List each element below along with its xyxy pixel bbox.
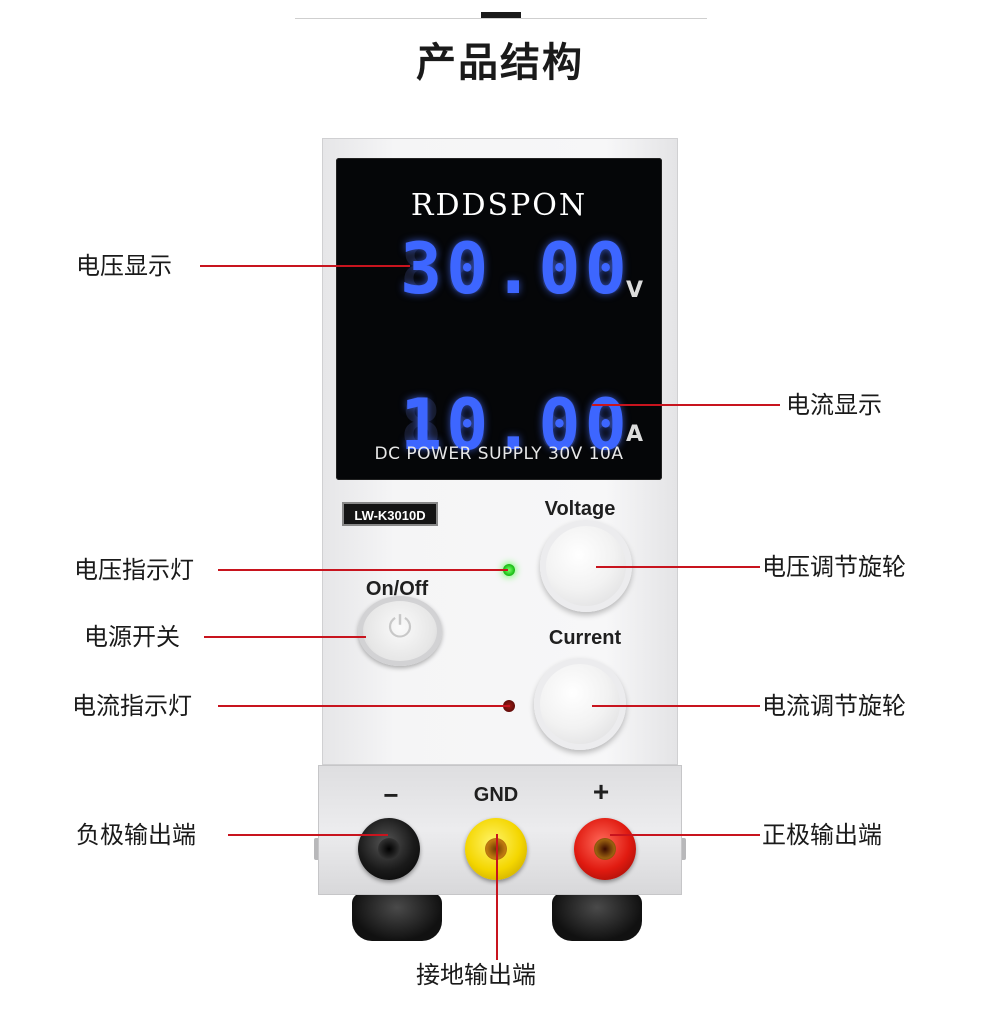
callout-negative-output: 负极输出端 bbox=[76, 821, 196, 849]
model-badge: LW-K3010D bbox=[342, 502, 438, 526]
voltage-reading: 30.00 bbox=[400, 228, 631, 310]
page-title: 产品结构 bbox=[416, 40, 584, 86]
current-knob[interactable] bbox=[534, 658, 626, 750]
side-clip-right bbox=[678, 838, 686, 860]
ground-terminal-label: GND bbox=[473, 784, 519, 806]
current-reading: 10.00 bbox=[400, 384, 631, 466]
leader-negative-output bbox=[228, 834, 388, 836]
foot-left bbox=[352, 893, 442, 941]
callout-positive-output: 正极输出端 bbox=[762, 821, 882, 849]
leader-current-indicator bbox=[218, 705, 510, 707]
leader-voltage-knob bbox=[596, 566, 760, 568]
power-switch-label: On/Off bbox=[365, 578, 429, 600]
negative-terminal[interactable] bbox=[358, 818, 420, 880]
led-display-panel: RDDSPON 88.88 30.00 V 88.88 10.00 A DC P… bbox=[336, 158, 662, 480]
voltage-knob-label: Voltage bbox=[544, 498, 616, 520]
power-button[interactable]: ⏻ bbox=[358, 596, 442, 666]
callout-voltage-display: 电压显示 bbox=[76, 252, 172, 280]
leader-voltage-indicator bbox=[218, 569, 508, 571]
callout-current-indicator: 电流指示灯 bbox=[72, 692, 192, 720]
header-divider bbox=[295, 18, 707, 19]
callout-voltage-indicator: 电压指示灯 bbox=[74, 556, 194, 584]
brand-logo: RDDSPON bbox=[410, 188, 588, 223]
leader-ground-output bbox=[496, 834, 498, 960]
voltage-ghost-segments: 88.88 bbox=[400, 228, 631, 310]
current-knob-label: Current bbox=[548, 627, 622, 649]
foot-right bbox=[552, 893, 642, 941]
negative-terminal-label: − bbox=[383, 780, 399, 810]
voltage-indicator-led bbox=[503, 564, 515, 576]
callout-voltage-knob: 电压调节旋轮 bbox=[762, 553, 906, 581]
callout-current-display: 电流显示 bbox=[786, 391, 882, 419]
callout-power-switch: 电源开关 bbox=[84, 623, 180, 651]
power-icon: ⏻ bbox=[388, 610, 412, 645]
leader-current-display bbox=[592, 404, 780, 406]
display-caption: DC POWER SUPPLY 30V 10A bbox=[374, 444, 624, 464]
leader-positive-output bbox=[610, 834, 760, 836]
header-accent-bar bbox=[481, 12, 521, 18]
leader-voltage-display bbox=[200, 265, 410, 267]
current-ghost-segments: 88.88 bbox=[400, 384, 631, 466]
current-unit: A bbox=[626, 422, 644, 447]
voltage-unit: V bbox=[626, 278, 644, 303]
positive-terminal-label: + bbox=[592, 776, 610, 807]
callout-ground-output: 接地输出端 bbox=[416, 961, 536, 989]
power-supply-device: RDDSPON 88.88 30.00 V 88.88 10.00 A DC P… bbox=[314, 138, 686, 941]
positive-terminal[interactable] bbox=[574, 818, 636, 880]
callout-current-knob: 电流调节旋轮 bbox=[762, 692, 906, 720]
leader-current-knob bbox=[592, 705, 760, 707]
leader-power-switch bbox=[204, 636, 366, 638]
